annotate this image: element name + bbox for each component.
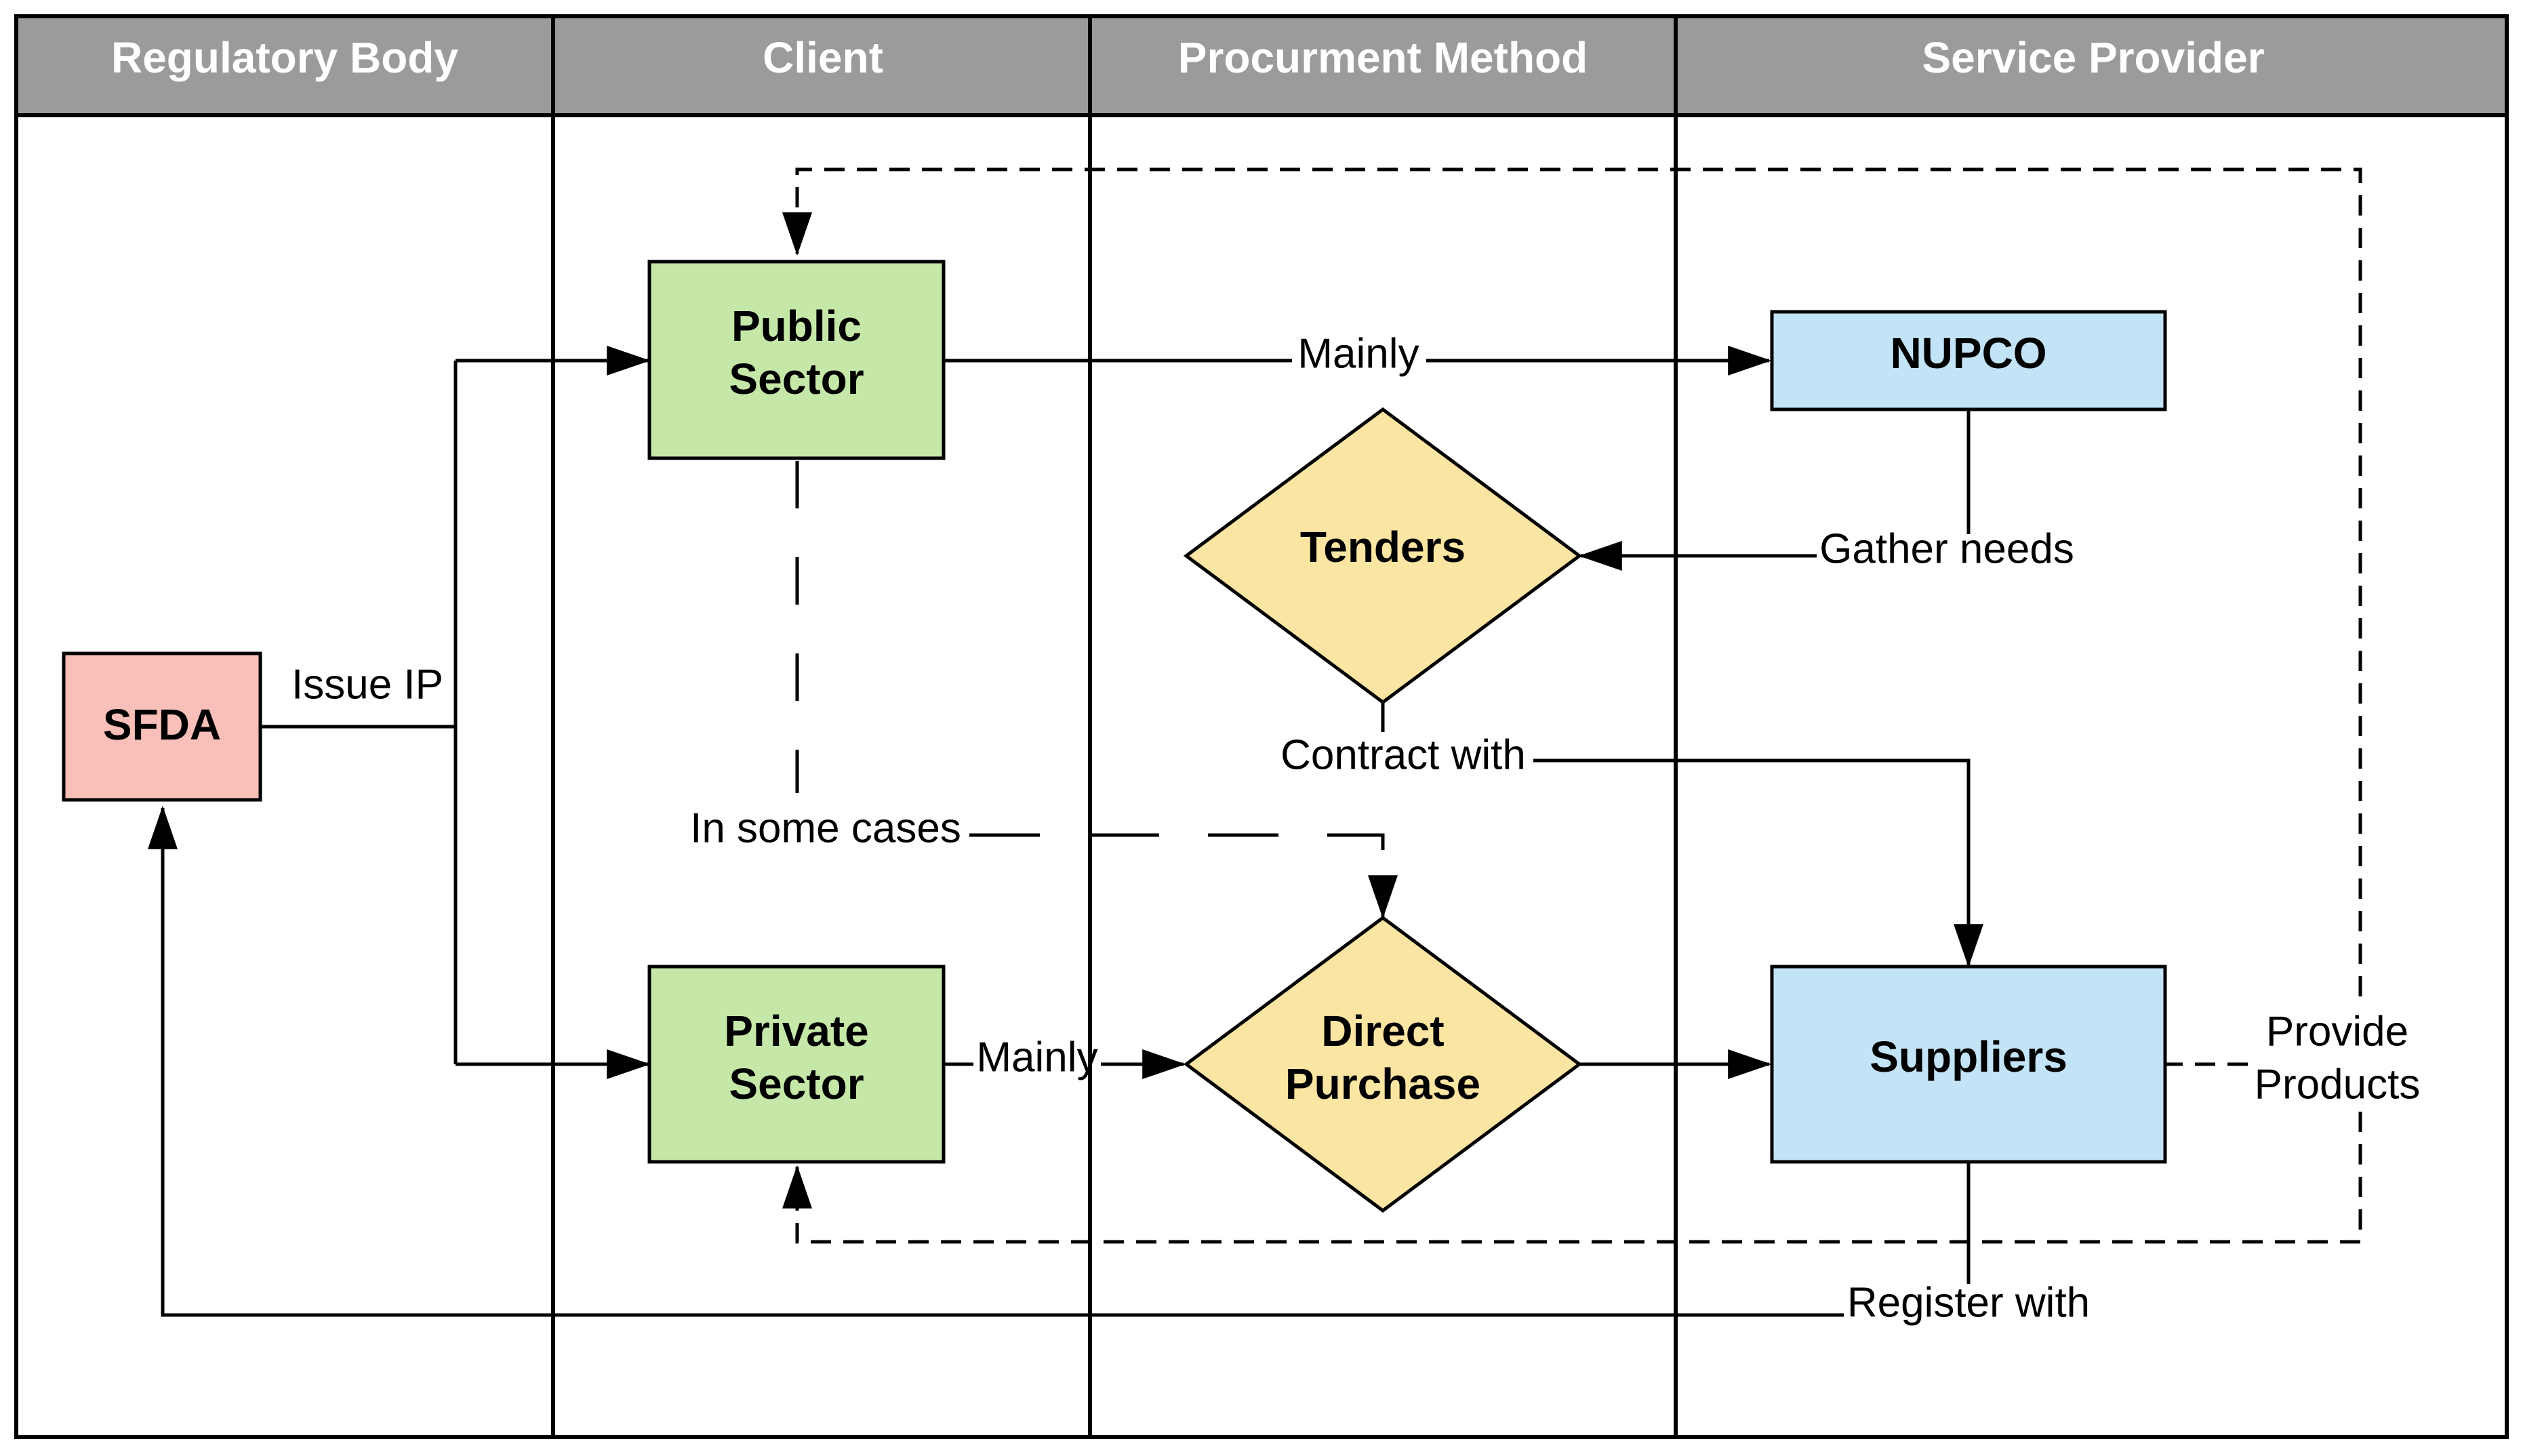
dashed-in-some-cases-to-direct xyxy=(969,833,1398,919)
suppliers-label: Suppliers xyxy=(1870,1032,2067,1081)
diagram-frame xyxy=(14,14,2509,1439)
label-register-with: Register with xyxy=(1847,1279,2090,1326)
public-sector-label-line2: Sector xyxy=(729,355,864,403)
label-mainly-private: Mainly xyxy=(976,1034,1097,1080)
label-bg-provide-products xyxy=(2257,1003,2434,1112)
arrow-register-with-to-sfda xyxy=(148,805,1844,1317)
sfda-label: SFDA xyxy=(103,700,221,749)
arrow-contract-to-suppliers xyxy=(1533,759,1983,968)
label-contract-with: Contract with xyxy=(1280,731,1526,778)
public-sector-box xyxy=(647,260,946,460)
direct-purchase-diamond xyxy=(1183,915,1583,1213)
header-band xyxy=(16,16,2507,115)
label-bg-mainly-public xyxy=(1292,336,1426,384)
label-in-some-cases: In some cases xyxy=(690,805,961,851)
label-products: Products xyxy=(2255,1061,2421,1108)
tenders-label: Tenders xyxy=(1300,523,1466,571)
label-mainly-public: Mainly xyxy=(1297,330,1419,377)
label-gather-needs: Gather needs xyxy=(1819,525,2074,572)
label-provide: Provide xyxy=(2266,1008,2408,1055)
lane-title-regulatory-body: Regulatory Body xyxy=(111,33,458,82)
lane-title-client: Client xyxy=(763,33,883,82)
dashed-provide-loop-top xyxy=(782,167,2362,996)
nupco-label: NUPCO xyxy=(1890,329,2046,378)
label-issue-ip: Issue IP xyxy=(291,661,443,708)
direct-purchase-label-line1: Direct xyxy=(1321,1007,1444,1055)
nupco-box xyxy=(1770,310,2167,411)
private-sector-box xyxy=(647,965,946,1164)
tenders-diamond xyxy=(1183,407,1583,705)
lane-title-service-provider: Service Provider xyxy=(1922,33,2264,82)
private-sector-label-line1: Private xyxy=(724,1007,868,1055)
private-sector-label-line2: Sector xyxy=(729,1059,864,1108)
lane-title-procurement-method: Procurment Method xyxy=(1178,33,1588,82)
sfda-box xyxy=(62,651,262,802)
public-sector-label-line1: Public xyxy=(731,302,862,350)
direct-purchase-label-line2: Purchase xyxy=(1285,1059,1480,1108)
dashed-provide-loop-bottom xyxy=(782,1112,2362,1244)
suppliers-box xyxy=(1770,965,2167,1164)
